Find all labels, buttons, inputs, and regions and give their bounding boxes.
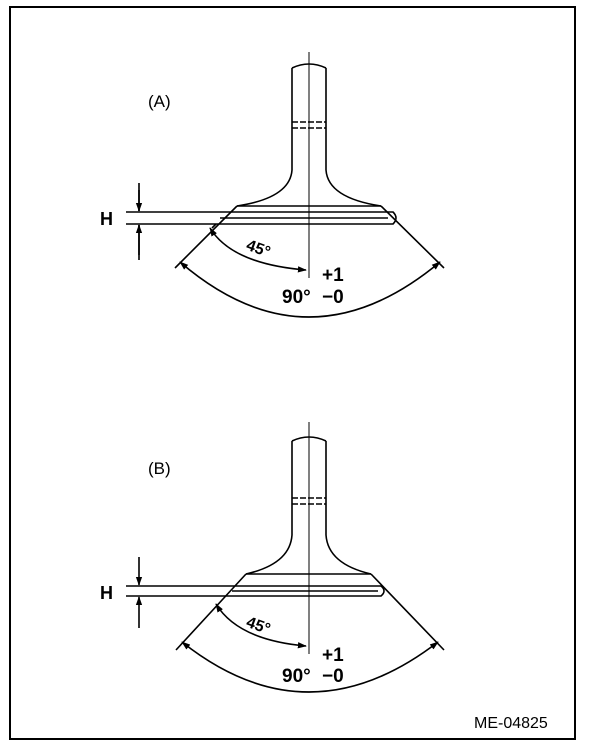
view-label-a: (A) [148, 92, 171, 111]
valve-margin [126, 585, 385, 597]
seat-face-right [370, 573, 445, 651]
view-label-b: (B) [148, 459, 171, 478]
valve-view-b [126, 422, 445, 693]
seat-face-left [175, 573, 247, 651]
angle-90-arc [181, 641, 439, 693]
valve-neck [236, 122, 382, 207]
tolerance-minus-a: −0 [322, 287, 344, 308]
angle-90-label-a: 90° [282, 287, 311, 308]
height-symbol-a: H [100, 209, 113, 229]
valve-margin [126, 211, 397, 225]
angle-90-label-b: 90° [282, 666, 311, 687]
angle-90-arc [179, 261, 441, 318]
height-symbol-b: H [100, 583, 113, 603]
figure-frame [9, 6, 576, 740]
tolerance-plus-b: +1 [322, 645, 344, 666]
seat-face-right [380, 205, 445, 269]
tolerance-minus-b: −0 [322, 666, 344, 687]
valve-neck [245, 498, 372, 575]
angle-45-label-b: 45° [244, 614, 273, 638]
seat-face-left [174, 205, 238, 269]
figure-id: ME-04825 [474, 715, 548, 732]
valve-view-a [126, 52, 445, 318]
tolerance-plus-a: +1 [322, 265, 344, 286]
